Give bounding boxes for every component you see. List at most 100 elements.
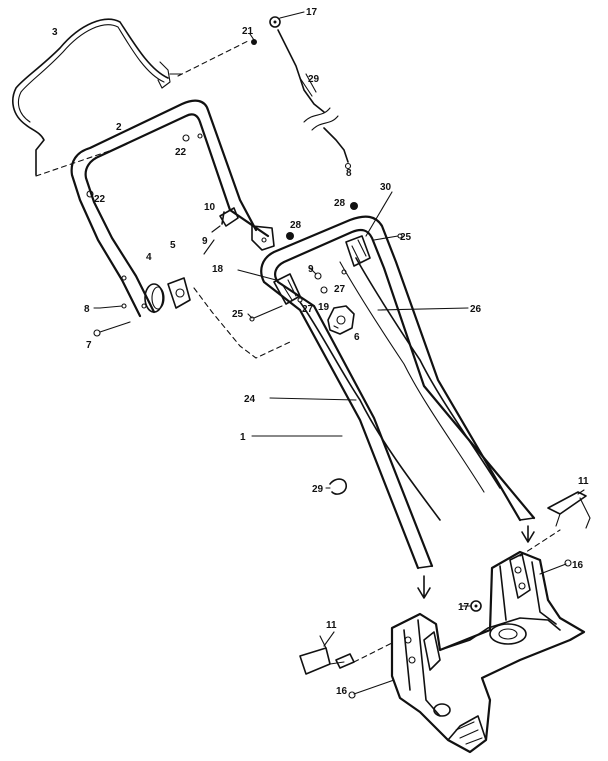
- lower-handle-1-left-inner: [274, 228, 536, 568]
- bracket-5-hole: [175, 288, 185, 298]
- cable-break-marks: [303, 107, 339, 131]
- deck-housing-outline: [390, 550, 586, 754]
- bolt-16-right-head: [564, 559, 572, 567]
- cable-26: [355, 257, 501, 489]
- callout-22-left: 22: [94, 194, 106, 205]
- deck-front-face: [447, 715, 487, 741]
- callout-1: 1: [240, 432, 246, 443]
- deck-hole-right-2: [518, 582, 526, 590]
- bail-dashed-connector: [35, 147, 119, 177]
- nut-22-left: [86, 190, 94, 198]
- leader-lines: [93, 11, 585, 647]
- bolt-7: [99, 321, 131, 333]
- bolt-7-head: [93, 329, 101, 337]
- bolt-16-left-head: [348, 691, 356, 699]
- nut-17-top-inner: [273, 20, 277, 24]
- bolt-16-right: [539, 563, 567, 575]
- callout-5: 5: [170, 240, 176, 251]
- bail-cable-3-inner: [17, 24, 165, 123]
- nut-21: [251, 39, 257, 45]
- deck-left-bracket: [423, 631, 441, 671]
- lower-handle-1-right-tip: [519, 517, 535, 521]
- control-bracket-18-detail: [281, 279, 297, 301]
- deck-right-bracket: [509, 553, 531, 599]
- callout-9-center: 9: [308, 264, 314, 275]
- washer-8-left: [99, 305, 123, 309]
- bracket-5: [167, 277, 191, 309]
- upper-handle-hole-4: [197, 133, 203, 139]
- callout-27-left: 27: [302, 304, 314, 315]
- callout-17-bottom: 17: [458, 602, 470, 613]
- align-dashed-left: [353, 641, 395, 663]
- screw-9-upper: [211, 225, 221, 233]
- control-bracket-18: [273, 273, 301, 305]
- deck-hole-left-2: [408, 656, 416, 664]
- deck-front-hole: [433, 703, 451, 717]
- knob-6-hole: [336, 315, 346, 325]
- throttle-cable-29-lower: [323, 127, 349, 163]
- callout-28-left: 28: [290, 220, 302, 231]
- callout-16-left: 16: [336, 686, 348, 697]
- callout-8-top: 8: [346, 168, 352, 179]
- insert-arrow-left: [417, 575, 431, 599]
- lower-handle-1-left-tip: [417, 565, 433, 569]
- nut-17-top: [269, 16, 281, 28]
- washer-8-left-end: [121, 303, 127, 309]
- deck-right-wall: [499, 561, 557, 625]
- callout-17-top: 17: [306, 7, 318, 18]
- screw-25-right: [373, 235, 399, 241]
- deck-bottom-shading: [455, 721, 483, 745]
- knob-4-face: [151, 286, 165, 310]
- nut-17-bottom-inner: [474, 604, 478, 608]
- callout-28-right: 28: [334, 198, 346, 209]
- upper-handle-2-outer: [70, 99, 258, 318]
- knob-6: [327, 305, 355, 335]
- insert-arrow-right: [521, 525, 535, 543]
- knob-4: [144, 283, 164, 313]
- cable-clip: [157, 61, 183, 89]
- callout-3: 3: [52, 27, 58, 38]
- washer-27-right: [341, 269, 347, 275]
- callout-16-right: 16: [572, 560, 584, 571]
- nut-28-left: [286, 232, 294, 240]
- callout-7: 7: [86, 340, 92, 351]
- callout-24: 24: [244, 394, 256, 405]
- throttle-cable-29: [277, 29, 325, 113]
- cable-bracket-11-right: [547, 491, 587, 515]
- control-bracket-30: [345, 235, 371, 267]
- deck-wheel-hub-inner: [498, 628, 518, 640]
- bolt-16-left: [353, 679, 395, 695]
- cable-bracket-11-left: [299, 647, 331, 675]
- callout-11-right: 11: [578, 476, 589, 487]
- cable-bracket-11-right-hook: [555, 497, 591, 529]
- screw-25-right-head: [397, 233, 403, 239]
- callout-10: 10: [204, 202, 216, 213]
- upper-handle-2-inner: [84, 113, 270, 314]
- cable-24: [299, 301, 441, 521]
- deck-wheel-hub: [489, 623, 527, 645]
- callout-29-bottom: 29: [312, 484, 324, 495]
- callout-29-top: 29: [308, 74, 320, 85]
- lower-handle-1-left-outer: [260, 215, 522, 570]
- align-dashed-right: [519, 529, 561, 557]
- callout-19: 19: [318, 302, 330, 313]
- bail-dashed-to-cable: [177, 39, 251, 77]
- callout-6: 6: [354, 332, 360, 343]
- washer-27-left: [297, 297, 303, 303]
- fitting-left: [335, 653, 355, 669]
- callout-8-left: 8: [84, 304, 90, 315]
- screw-9-center: [314, 272, 322, 280]
- callout-26: 26: [470, 304, 482, 315]
- callout-30: 30: [380, 182, 392, 193]
- callout-11-left: 11: [326, 620, 337, 631]
- bail-cable-3: [12, 18, 169, 176]
- control-bracket-30-detail: [351, 239, 367, 263]
- callout-4: 4: [146, 252, 152, 263]
- deck-hole-right-1: [514, 566, 522, 574]
- cable-26-inner: [339, 261, 485, 493]
- knob-dashed-connector: [193, 287, 291, 359]
- callout-2: 2: [116, 122, 122, 133]
- callout-25-left: 25: [232, 309, 244, 320]
- clip-29: [329, 478, 347, 495]
- deck-top-surface: [439, 617, 561, 651]
